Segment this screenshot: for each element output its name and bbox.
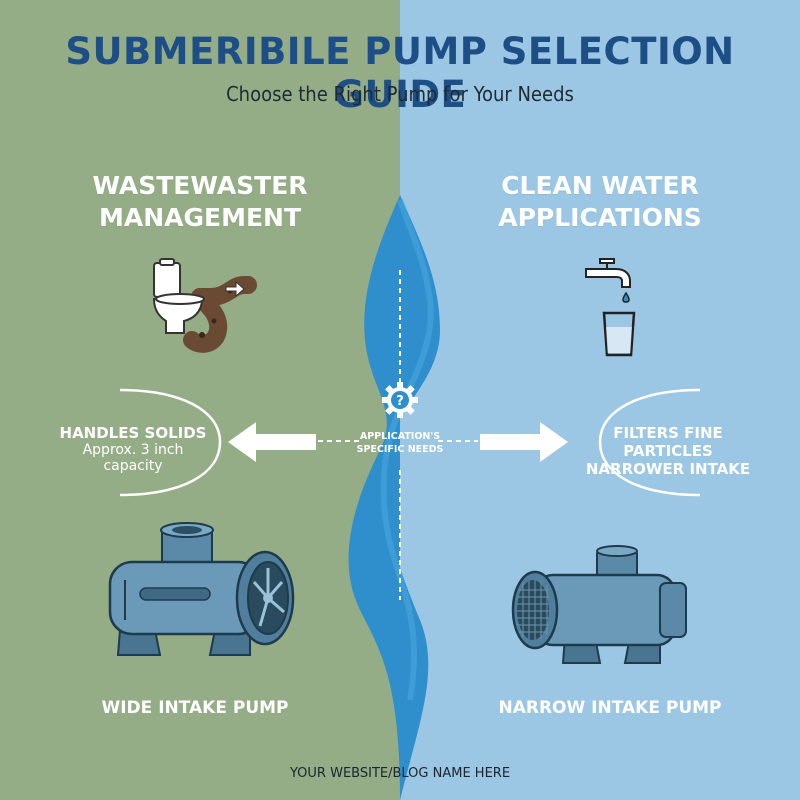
right-feature-detail: NARROWER INTAKE: [585, 460, 751, 478]
page-subtitle: Choose the Right Pump for Your Needs: [226, 82, 574, 106]
right-feature: FILTERS FINE PARTICLES NARROWER INTAKE: [578, 424, 758, 478]
right-feature-title: FILTERS FINE PARTICLES: [613, 424, 723, 460]
narrow-intake-pump-image: [511, 545, 687, 664]
left-feature-bracket: [119, 388, 222, 497]
left-heading-line2: MANAGEMENT: [98, 203, 302, 232]
center-label-line2: SPECIFIC NEEDS: [356, 444, 444, 455]
left-feature: HANDLES SOLIDS Approx. 3 inch capacity: [58, 424, 208, 474]
svg-text:?: ?: [396, 394, 404, 409]
toilet-drain-icon: [152, 258, 257, 353]
right-heading: CLEAN WATER APPLICATIONS: [470, 170, 730, 234]
right-feature-bracket: [598, 388, 701, 497]
right-panel-background: [400, 0, 800, 800]
left-heading: WASTEWASTER MANAGEMENT: [70, 170, 330, 234]
page-title: SUBMERIBILE PUMP SELECTION GUIDE: [65, 30, 735, 116]
left-arrow-icon: [228, 422, 316, 462]
left-feature-title: HANDLES SOLIDS: [59, 424, 207, 442]
footer-website[interactable]: YOUR WEBSITE/BLOG NAME HERE: [289, 766, 511, 781]
left-feature-detail: Approx. 3 inch capacity: [82, 442, 184, 474]
center-label: APPLICATION'S SPECIFIC NEEDS: [348, 430, 452, 456]
wide-intake-pump-label: WIDE INTAKE PUMP: [101, 698, 289, 718]
left-heading-line1: WASTEWASTER: [92, 171, 308, 200]
faucet-glass-icon: [585, 258, 636, 357]
right-arrow-icon: [480, 422, 568, 462]
right-heading-line1: CLEAN WATER: [501, 171, 699, 200]
right-heading-line2: APPLICATIONS: [498, 203, 702, 232]
wide-intake-pump-image: [108, 522, 295, 656]
center-label-line1: APPLICATION'S: [359, 431, 441, 442]
left-panel-background: [0, 0, 400, 800]
gear-question-icon: ?: [382, 382, 418, 418]
narrow-intake-pump-label: NARROW INTAKE PUMP: [498, 698, 722, 718]
